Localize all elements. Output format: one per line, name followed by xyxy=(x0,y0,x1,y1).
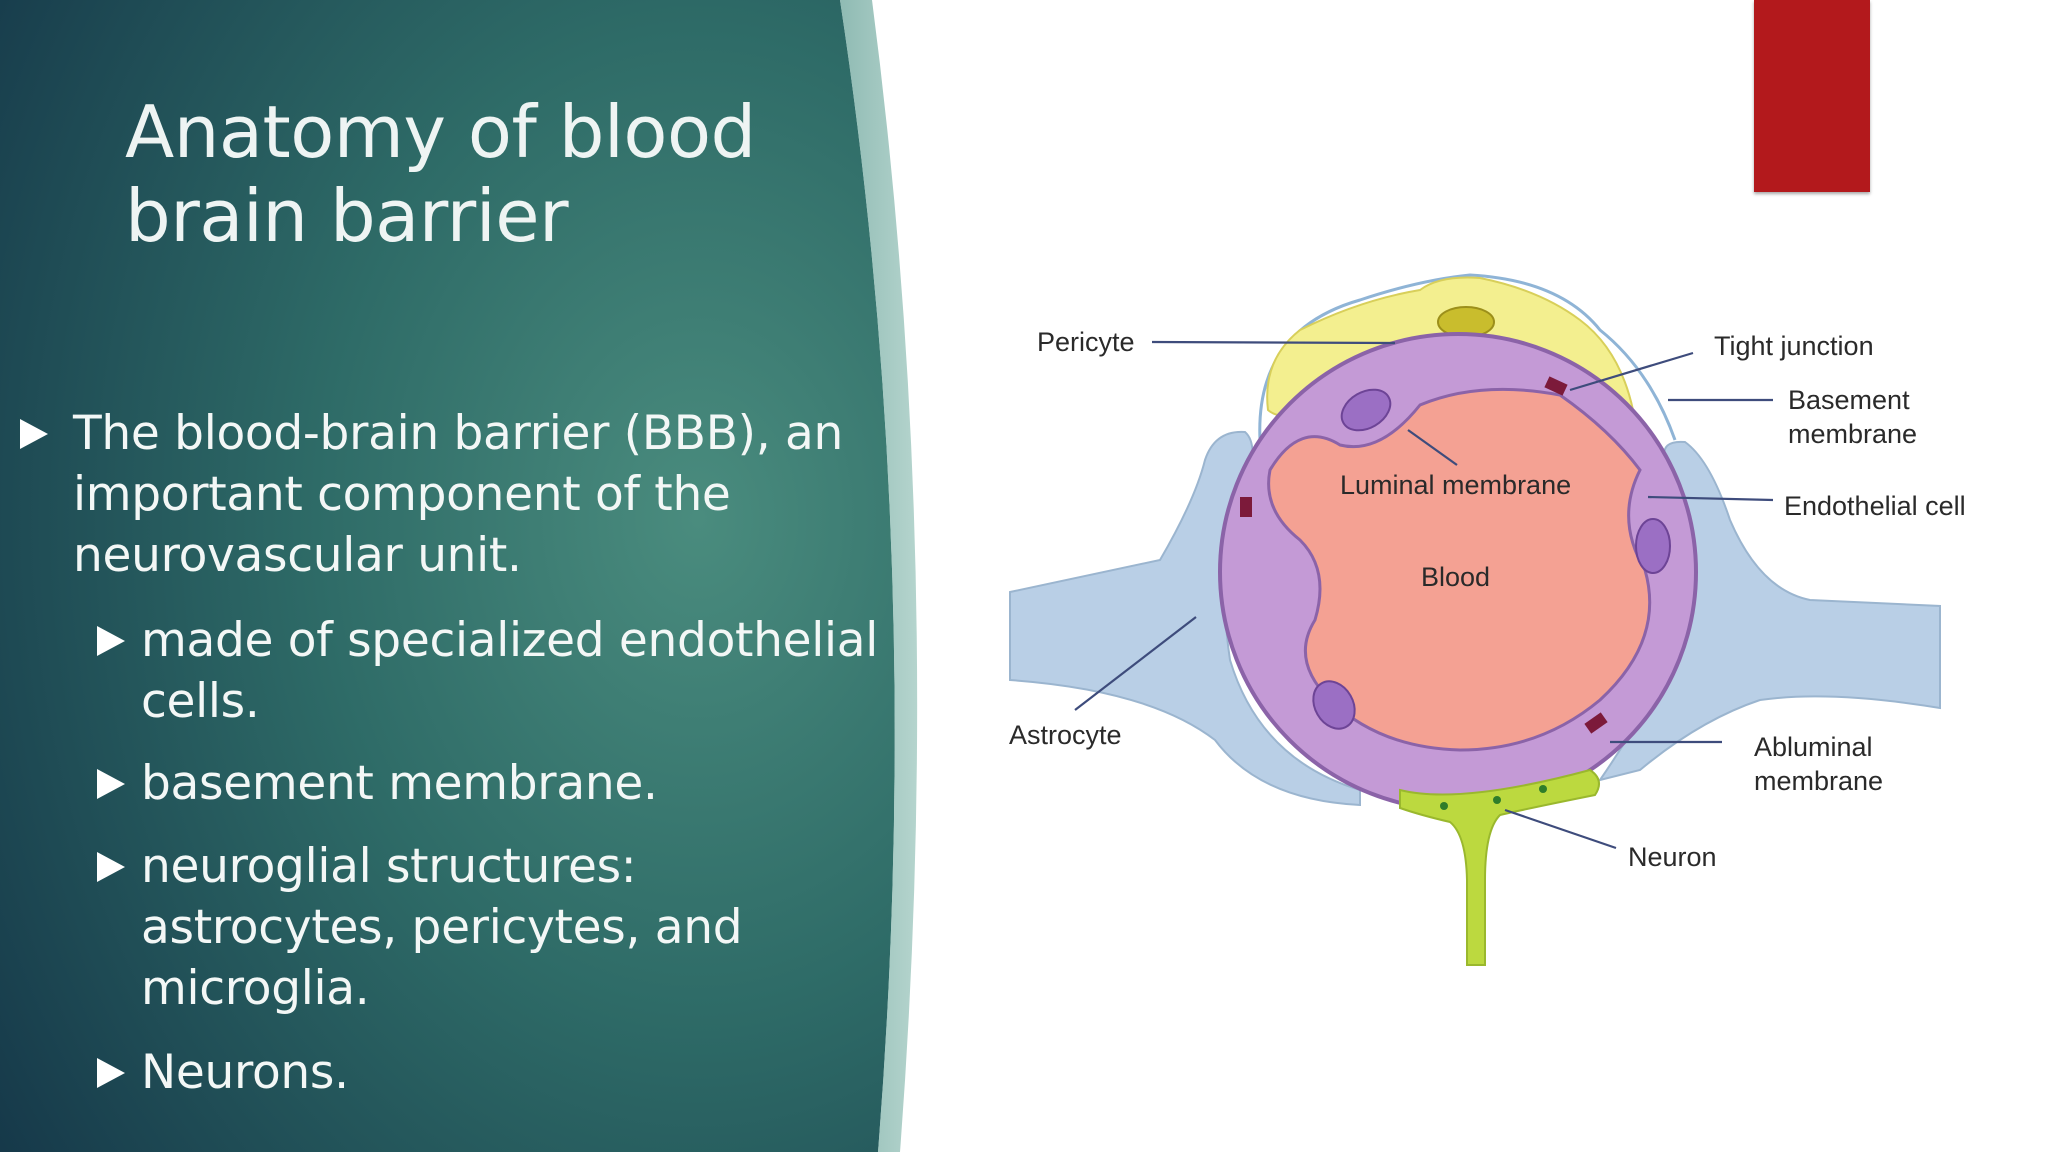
bullet-list: The blood-brain barrier (BBB), an import… xyxy=(0,0,900,1152)
bullet-line: cells. xyxy=(141,674,260,729)
bullet-line: basement membrane. xyxy=(141,756,658,811)
endothelial-nucleus xyxy=(1312,680,1356,730)
label-abluminal-membrane: Abluminal membrane xyxy=(1754,730,1883,798)
label-basement-membrane: Basement membrane xyxy=(1788,383,1917,451)
label-line: Abluminal xyxy=(1754,732,1873,762)
leader-astrocyte xyxy=(1074,616,1197,711)
label-pericyte: Pericyte xyxy=(1037,327,1135,357)
bullet-line: neurovascular unit. xyxy=(73,528,522,583)
leader-neuron xyxy=(1504,808,1617,850)
endothelial-nucleus xyxy=(1635,518,1671,574)
tight-junction xyxy=(1544,376,1568,396)
label-blood: Blood xyxy=(1421,562,1491,592)
leader-luminal-membrane xyxy=(1407,429,1458,466)
synapse-dot xyxy=(1539,785,1547,793)
accent-red-tab xyxy=(1754,0,1870,192)
bullet-arrow-icon xyxy=(97,1058,125,1088)
label-neuron: Neuron xyxy=(1628,842,1717,872)
label-line: Basement xyxy=(1788,385,1910,415)
label-astrocyte: Astrocyte xyxy=(1009,720,1122,750)
bullet-line: astrocytes, pericytes, and xyxy=(141,900,743,955)
synapse-dot xyxy=(1440,802,1448,810)
bullet-item: neuroglial structures: astrocytes, peric… xyxy=(141,836,743,1019)
label-endothelial-cell: Endothelial cell xyxy=(1784,491,1966,521)
bullet-item: made of specialized endothelial cells. xyxy=(141,610,878,732)
synapse-dot xyxy=(1493,796,1501,804)
leader-endothelial-cell xyxy=(1647,495,1774,502)
bullet-line: made of specialized endothelial xyxy=(141,613,879,668)
bullet-arrow-icon xyxy=(97,852,125,882)
label-luminal-membrane: Luminal membrane xyxy=(1340,470,1572,500)
bullet-line: The blood-brain barrier (BBB), an xyxy=(73,406,843,461)
bullet-line: neuroglial structures: xyxy=(141,839,637,894)
bullet-line: Neurons. xyxy=(141,1045,349,1100)
neuron-cell xyxy=(1399,768,1600,966)
tight-junction xyxy=(1240,497,1252,517)
leader-tight-junction xyxy=(1569,351,1694,392)
label-tight-junction: Tight junction xyxy=(1714,331,1874,361)
bullet-line: important component of the xyxy=(73,467,731,522)
endothelial-nucleus xyxy=(1340,388,1392,432)
label-line: membrane xyxy=(1754,766,1884,796)
bullet-arrow-icon xyxy=(20,419,48,449)
label-line: membrane xyxy=(1788,419,1918,449)
slide-title: Anatomy of blood brain barrier xyxy=(125,90,756,258)
astrocyte-left xyxy=(1009,430,1361,807)
bullet-arrow-icon xyxy=(97,626,125,656)
leader-pericyte xyxy=(1151,340,1396,345)
bullet-arrow-icon xyxy=(97,769,125,799)
tight-junction xyxy=(1584,712,1608,734)
bullet-item: The blood-brain barrier (BBB), an import… xyxy=(73,403,843,586)
bullet-line: microglia. xyxy=(141,961,370,1016)
blood-lumen xyxy=(1267,387,1652,752)
bullet-item: Neurons. xyxy=(141,1042,349,1103)
bullet-item: basement membrane. xyxy=(141,753,658,814)
